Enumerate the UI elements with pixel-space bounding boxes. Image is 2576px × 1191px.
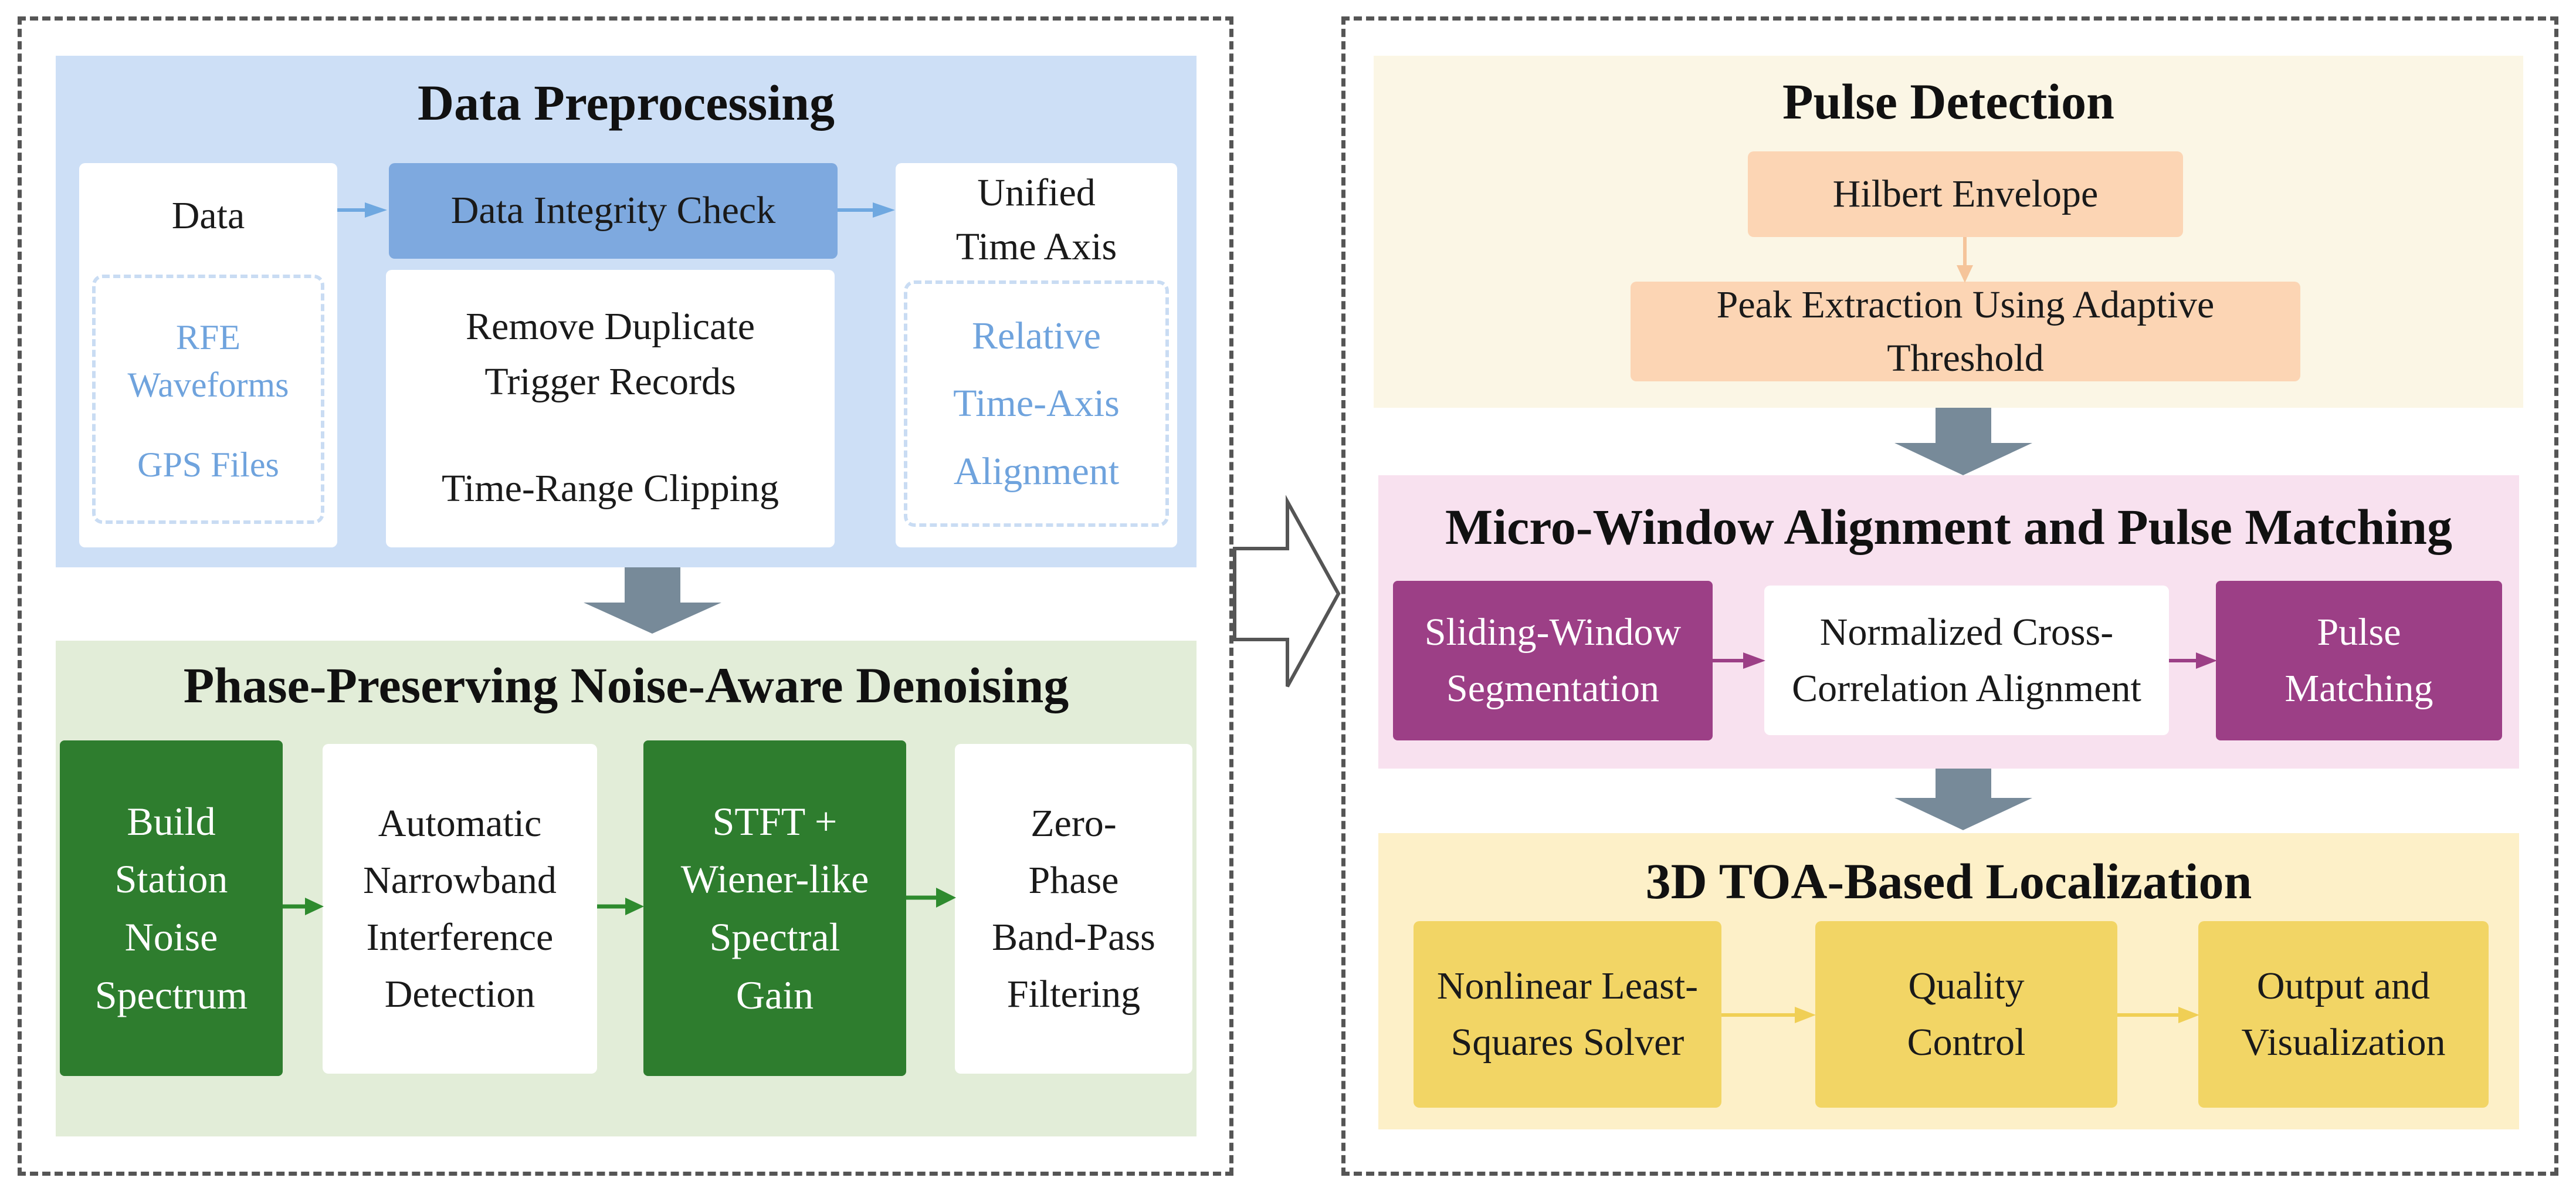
localization-title: 3D TOA-Based Localization [1645, 853, 2252, 909]
denoise-step-noise-spectrum: Build Station Noise Spectrum [60, 740, 283, 1076]
gps-files-item: GPS Files [137, 445, 279, 484]
denoising-arrows [283, 888, 956, 915]
unified-time-axis-box: Unified Time Axis Relative Time-Axis Ali… [896, 163, 1177, 547]
time-range-clipping-label: Time-Range Clipping [441, 467, 779, 510]
block-arrow-pulse-to-micro [1894, 408, 2032, 475]
micro-arrows [1713, 652, 2217, 669]
arrow-head-data-to-check [365, 202, 387, 218]
least-squares-box: Nonlinear Least-Squares Solver [1414, 921, 1721, 1108]
block-arrow-micro-to-localization [1894, 769, 2032, 830]
pulse-arrows [1957, 237, 1973, 283]
arrow-head-denoise-3 [936, 888, 956, 908]
arrow-head-qc-to-output [2178, 1007, 2199, 1023]
sliding-window-label: Sliding-Window Segmentation [1424, 611, 1682, 710]
block-arrows [584, 408, 2032, 830]
denoise-step-stft-wiener-label: STFT + Wiener-like Spectral Gain [680, 798, 869, 1017]
arrow-head-solver-to-qc [1795, 1007, 1816, 1023]
denoise-step-narrowband-detection-label: Automatic Narrowband Interference Detect… [363, 801, 557, 1016]
data-sources-group: RFE Waveforms GPS Files [92, 275, 324, 524]
denoising-title: Phase-Preserving Noise-Aware Denoising [183, 657, 1069, 713]
micro-window-title: Micro-Window Alignment and Pulse Matchin… [1445, 499, 2452, 555]
relative-time-axis-alignment-item: Relative Time-Axis Alignment [953, 314, 1120, 493]
localization-arrows [1721, 1007, 2199, 1023]
output-visualization-label: Output and Visualization [2241, 965, 2446, 1064]
preprocessing-arrows [337, 202, 895, 218]
left-panel [18, 16, 1233, 1176]
rfe-waveforms-item: RFE Waveforms [127, 317, 289, 404]
arrow-head-denoise-2 [625, 898, 644, 915]
denoise-step-bandpass-label: Zero-Phase Band-Pass Filtering [992, 801, 1155, 1016]
peak-extraction-box: Peak Extraction Using Adaptive Threshold [1631, 282, 2300, 381]
block-arrow-preprocessing-to-denoising [584, 567, 721, 634]
preprocessing-title: Data Preprocessing [417, 75, 835, 131]
quality-control-box: Quality Control [1815, 921, 2117, 1108]
cross-correlation-box: Normalized Cross-Correlation Alignment [1764, 586, 2169, 735]
quality-control-label: Quality Control [1907, 965, 2026, 1064]
denoise-step-bandpass: Zero-Phase Band-Pass Filtering [955, 744, 1192, 1074]
cross-correlation-label: Normalized Cross-Correlation Alignment [1792, 610, 2141, 710]
least-squares-label: Nonlinear Least-Squares Solver [1436, 965, 1699, 1064]
pulse-detection-title: Pulse Detection [1782, 73, 2114, 130]
denoise-step-stft-wiener: STFT + Wiener-like Spectral Gain [643, 740, 906, 1076]
arrow-head-denoise-1 [305, 898, 324, 915]
data-box-label: Data [171, 194, 245, 237]
denoise-step-noise-spectrum-label: Build Station Noise Spectrum [94, 798, 248, 1017]
output-visualization-box: Output and Visualization [2198, 921, 2489, 1108]
data-box: Data RFE Waveforms GPS Files [79, 163, 337, 547]
hilbert-envelope-label: Hilbert Envelope [1832, 172, 2099, 215]
arrow-head-check-to-timeaxis [873, 202, 895, 218]
data-integrity-check-box: Data Integrity Check [389, 163, 838, 259]
pulse-matching-box: Pulse Matching [2216, 581, 2502, 740]
remove-duplicates-label: Remove Duplicate Trigger Records [465, 305, 755, 403]
panel-connector-arrow [1233, 495, 1341, 688]
unified-time-axis-label: Unified Time Axis [955, 171, 1117, 269]
arrow-head-hilbert-to-peak [1957, 265, 1973, 283]
cleaning-box: Remove Duplicate Trigger Records Time-Ra… [386, 270, 835, 547]
arrow-head-sliding-to-ncc [1743, 652, 1765, 669]
denoise-step-narrowband-detection: Automatic Narrowband Interference Detect… [323, 744, 597, 1074]
sliding-window-box: Sliding-Window Segmentation [1393, 581, 1713, 740]
pulse-matching-label: Pulse Matching [2284, 611, 2433, 710]
hilbert-envelope-box: Hilbert Envelope [1748, 151, 2183, 237]
arrow-head-ncc-to-matching [2196, 652, 2217, 669]
data-integrity-check-label: Data Integrity Check [450, 189, 776, 232]
right-panel [1341, 16, 2558, 1176]
peak-extraction-label: Peak Extraction Using Adaptive Threshold [1716, 283, 2215, 380]
time-alignment-group: Relative Time-Axis Alignment [904, 280, 1169, 527]
